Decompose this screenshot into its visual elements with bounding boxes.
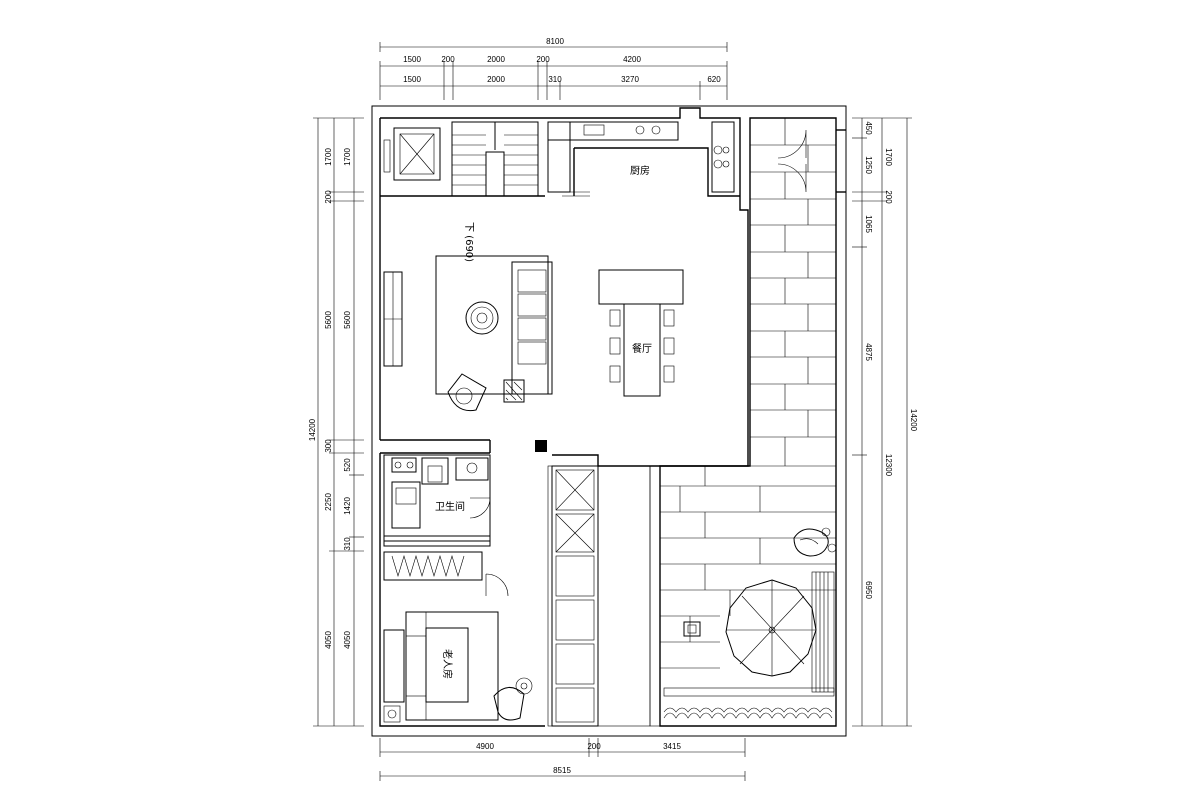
- dim-left-inner-0: 1700: [343, 148, 352, 166]
- kitchen-counters: [547, 121, 735, 197]
- column-icon: [535, 440, 547, 452]
- building-walls: [379, 107, 749, 727]
- elevator-icon: [383, 127, 441, 181]
- dim-left-outer-2: 5600: [324, 311, 333, 329]
- dim-right-inner-1: 1250: [864, 156, 873, 174]
- wardrobe-cabinets: [547, 465, 661, 727]
- dim-right-total: 14200: [909, 409, 918, 432]
- bottom-dimensions: 4900 200 3415 8515: [379, 738, 746, 781]
- room-label-bathroom: 卫生间: [435, 500, 465, 513]
- stairs-icon: [451, 121, 539, 197]
- dim-top-r1-3: 200: [536, 55, 550, 64]
- dim-bottom-2: 3415: [663, 742, 681, 751]
- room-label-kitchen: 厨房: [630, 164, 650, 177]
- left-dimensions: 14200 1700 200 5600 300 2250 4050 1700 5…: [308, 117, 364, 727]
- dim-left-outer-4: 2250: [324, 493, 333, 511]
- dim-bottom-1: 200: [587, 742, 601, 751]
- room-label-elder: 老人房: [441, 649, 454, 679]
- dim-top-total: 8100: [546, 37, 564, 46]
- dim-bottom-total: 8515: [553, 766, 571, 775]
- lounge-chair-icon: [447, 373, 487, 412]
- dim-top-r1-1: 200: [441, 55, 455, 64]
- dim-top-r1-4: 4200: [623, 55, 641, 64]
- dim-left-outer-0: 1700: [324, 148, 333, 166]
- dim-top-r2-3: 3270: [621, 75, 639, 84]
- elder-room-furniture: [383, 551, 533, 723]
- bathroom-fixtures: [383, 454, 491, 547]
- dim-left-inner-5: 4050: [343, 631, 352, 649]
- dim-left-outer-5: 4050: [324, 631, 333, 649]
- dim-top-r2-1: 2000: [487, 75, 505, 84]
- entrance-door-icon: [777, 129, 846, 193]
- room-label-dining: 餐厅: [632, 342, 652, 355]
- dim-top-r2-2: 310: [548, 75, 562, 84]
- dim-right-inner-4: 6950: [864, 581, 873, 599]
- dim-right-mid-0: 1700: [884, 148, 893, 166]
- dim-right-mid-1: 200: [884, 190, 893, 204]
- side-table-icon: [503, 379, 525, 403]
- umbrella-icon: [725, 579, 817, 677]
- kitchen-island-icon: [598, 269, 684, 305]
- dim-left-outer-3: 300: [324, 439, 333, 453]
- dim-top-r1-2: 2000: [487, 55, 505, 64]
- site-boundary: [371, 105, 847, 737]
- round-coffee-table-icon: [465, 301, 499, 335]
- rock-plant-icon: [793, 527, 837, 557]
- top-dimensions: 8100 1500 200 2000 200 4200 1500 2000 31…: [379, 37, 728, 100]
- dim-left-inner-4: 310: [343, 537, 352, 551]
- dim-top-r2-4: 620: [707, 75, 721, 84]
- dim-top-r2-0: 1500: [403, 75, 421, 84]
- dim-right-inner-2: 1065: [864, 215, 873, 233]
- dim-top-r1-0: 1500: [403, 55, 421, 64]
- dim-left-total: 14200: [308, 418, 317, 441]
- dim-right-inner-0: 450: [864, 121, 873, 135]
- living-area-rug: [435, 255, 549, 395]
- dim-left-outer-1: 200: [324, 190, 333, 204]
- dim-left-inner-2: 520: [343, 458, 352, 472]
- dim-left-inner-1: 5600: [343, 311, 352, 329]
- right-dimensions: 450 1250 1065 4875 6950 1700 200 12300 1…: [852, 117, 918, 727]
- dining-table-icon: [609, 303, 675, 397]
- stair-note: 下 (690): [463, 222, 474, 262]
- dim-bottom-0: 4900: [476, 742, 494, 751]
- sofa-icon: [511, 261, 553, 395]
- dim-right-mid-2: 12300: [884, 454, 893, 477]
- dim-right-inner-3: 4875: [864, 343, 873, 361]
- dim-left-inner-3: 1420: [343, 497, 352, 515]
- tv-cabinet-icon: [383, 271, 403, 367]
